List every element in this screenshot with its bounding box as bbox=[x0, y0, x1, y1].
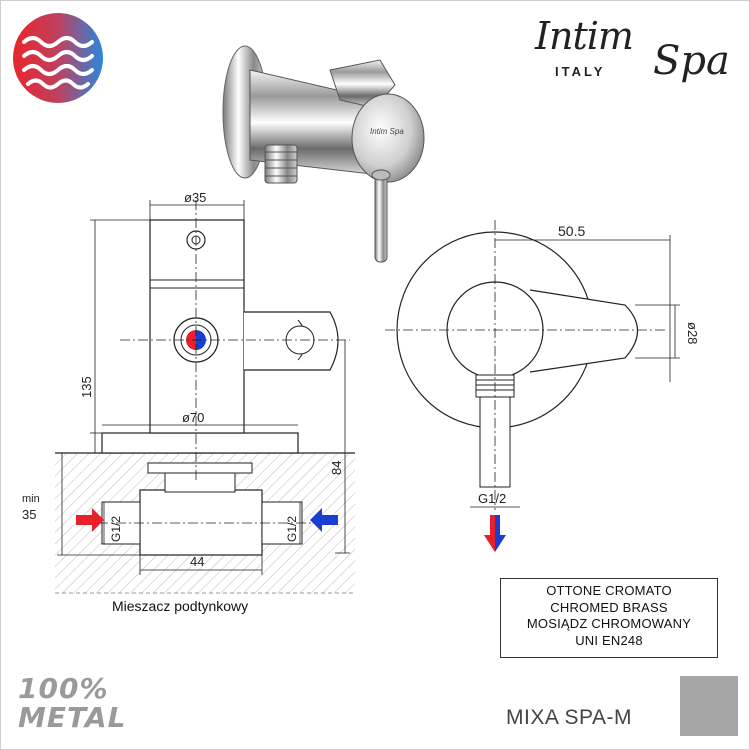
material-line: CHROMED BRASS bbox=[550, 599, 668, 615]
dim-44: 44 bbox=[190, 554, 204, 569]
dim-min-value: 35 bbox=[22, 507, 36, 522]
material-line: OTTONE CROMATO bbox=[546, 583, 672, 598]
side-view-drawing: 50.5 ø28 G1/2 bbox=[385, 220, 700, 552]
brand-logo: Intim Spa ITALY bbox=[535, 14, 740, 94]
hot-cold-wave-logo bbox=[13, 13, 103, 103]
material-box: OTTONE CROMATO CHROMED BRASS MOSIĄDZ CHR… bbox=[500, 578, 718, 658]
dim-thread-side: G1/2 bbox=[478, 491, 506, 506]
material-line: MOSIĄDZ CHROMOWANY bbox=[526, 616, 692, 631]
dim-50-5: 50.5 bbox=[558, 223, 585, 239]
dim-min-label: min bbox=[22, 493, 40, 505]
dim-135: 135 bbox=[79, 376, 94, 398]
dim-thread-left: G1/2 bbox=[109, 516, 123, 542]
cold-inlet-arrow bbox=[310, 508, 338, 532]
finish-swatch bbox=[680, 676, 738, 736]
brand-name-part1: Intim bbox=[535, 14, 634, 58]
metal-badge: 100% METAL bbox=[18, 674, 126, 732]
dim-d35: ø35 bbox=[184, 190, 206, 205]
dim-d28: ø28 bbox=[685, 322, 700, 344]
brand-name-part2: Spa bbox=[653, 38, 730, 84]
dim-84: 84 bbox=[329, 461, 344, 475]
dim-d70: ø70 bbox=[182, 410, 204, 425]
outlet-flow-arrow bbox=[484, 515, 495, 552]
engraved-mark: Intim Spa bbox=[370, 127, 404, 136]
metal-badge-line2: METAL bbox=[18, 701, 127, 734]
metal-badge-line1: 100% bbox=[18, 672, 109, 705]
material-line: UNI EN248 bbox=[575, 632, 643, 648]
product-photo: Intim Spa bbox=[222, 45, 425, 263]
brand-country: ITALY bbox=[555, 64, 606, 79]
model-name: MIXA SPA-M bbox=[506, 706, 632, 729]
hot-inlet-arrow bbox=[76, 508, 104, 532]
dim-thread-right: G1/2 bbox=[285, 516, 299, 542]
product-caption: Mieszacz podtynkowy bbox=[112, 598, 249, 614]
front-view-drawing: ø35 ø70 135 84 min 35 44 G1/2 G1/2 bbox=[22, 190, 355, 594]
